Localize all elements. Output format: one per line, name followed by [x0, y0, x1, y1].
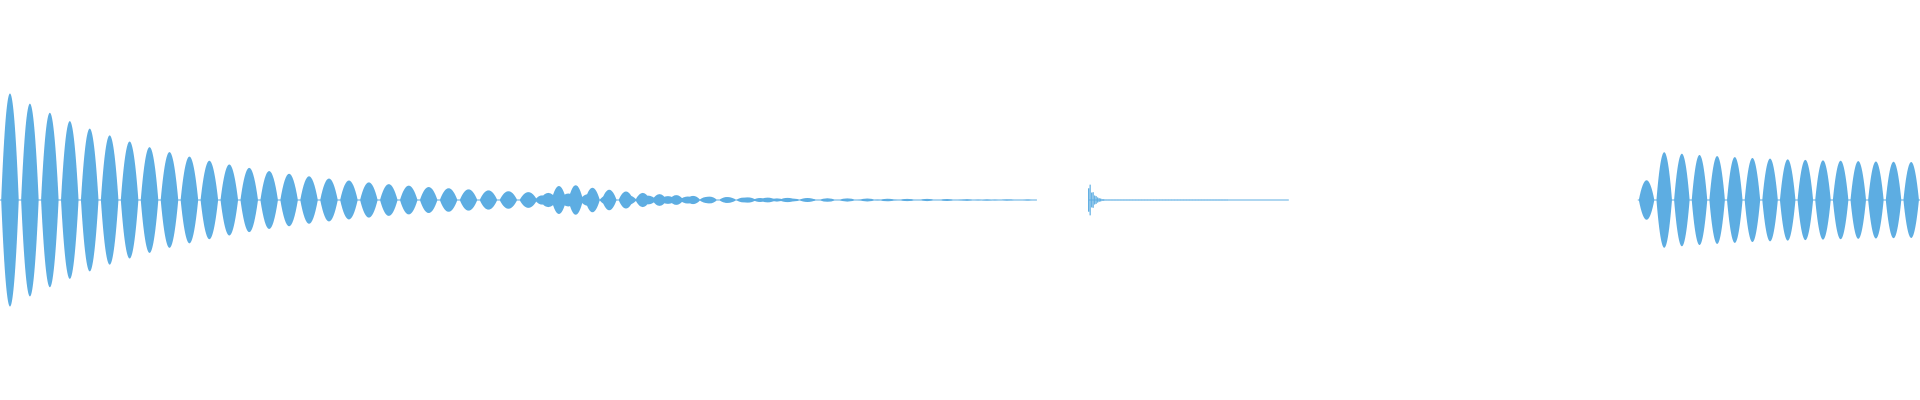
waveform-lobe [635, 192, 651, 208]
waveform-lobe [585, 187, 600, 213]
waveform-segment-2 [533, 185, 1037, 215]
waveform-segment-3 [1088, 184, 1289, 216]
waveform-lobe [652, 194, 667, 206]
waveform-segment-4 [1637, 152, 1920, 248]
waveform-lobe [601, 189, 617, 211]
waveform-lobe [685, 195, 701, 205]
waveform-lobe [618, 191, 634, 209]
waveform-lobe [668, 195, 684, 205]
